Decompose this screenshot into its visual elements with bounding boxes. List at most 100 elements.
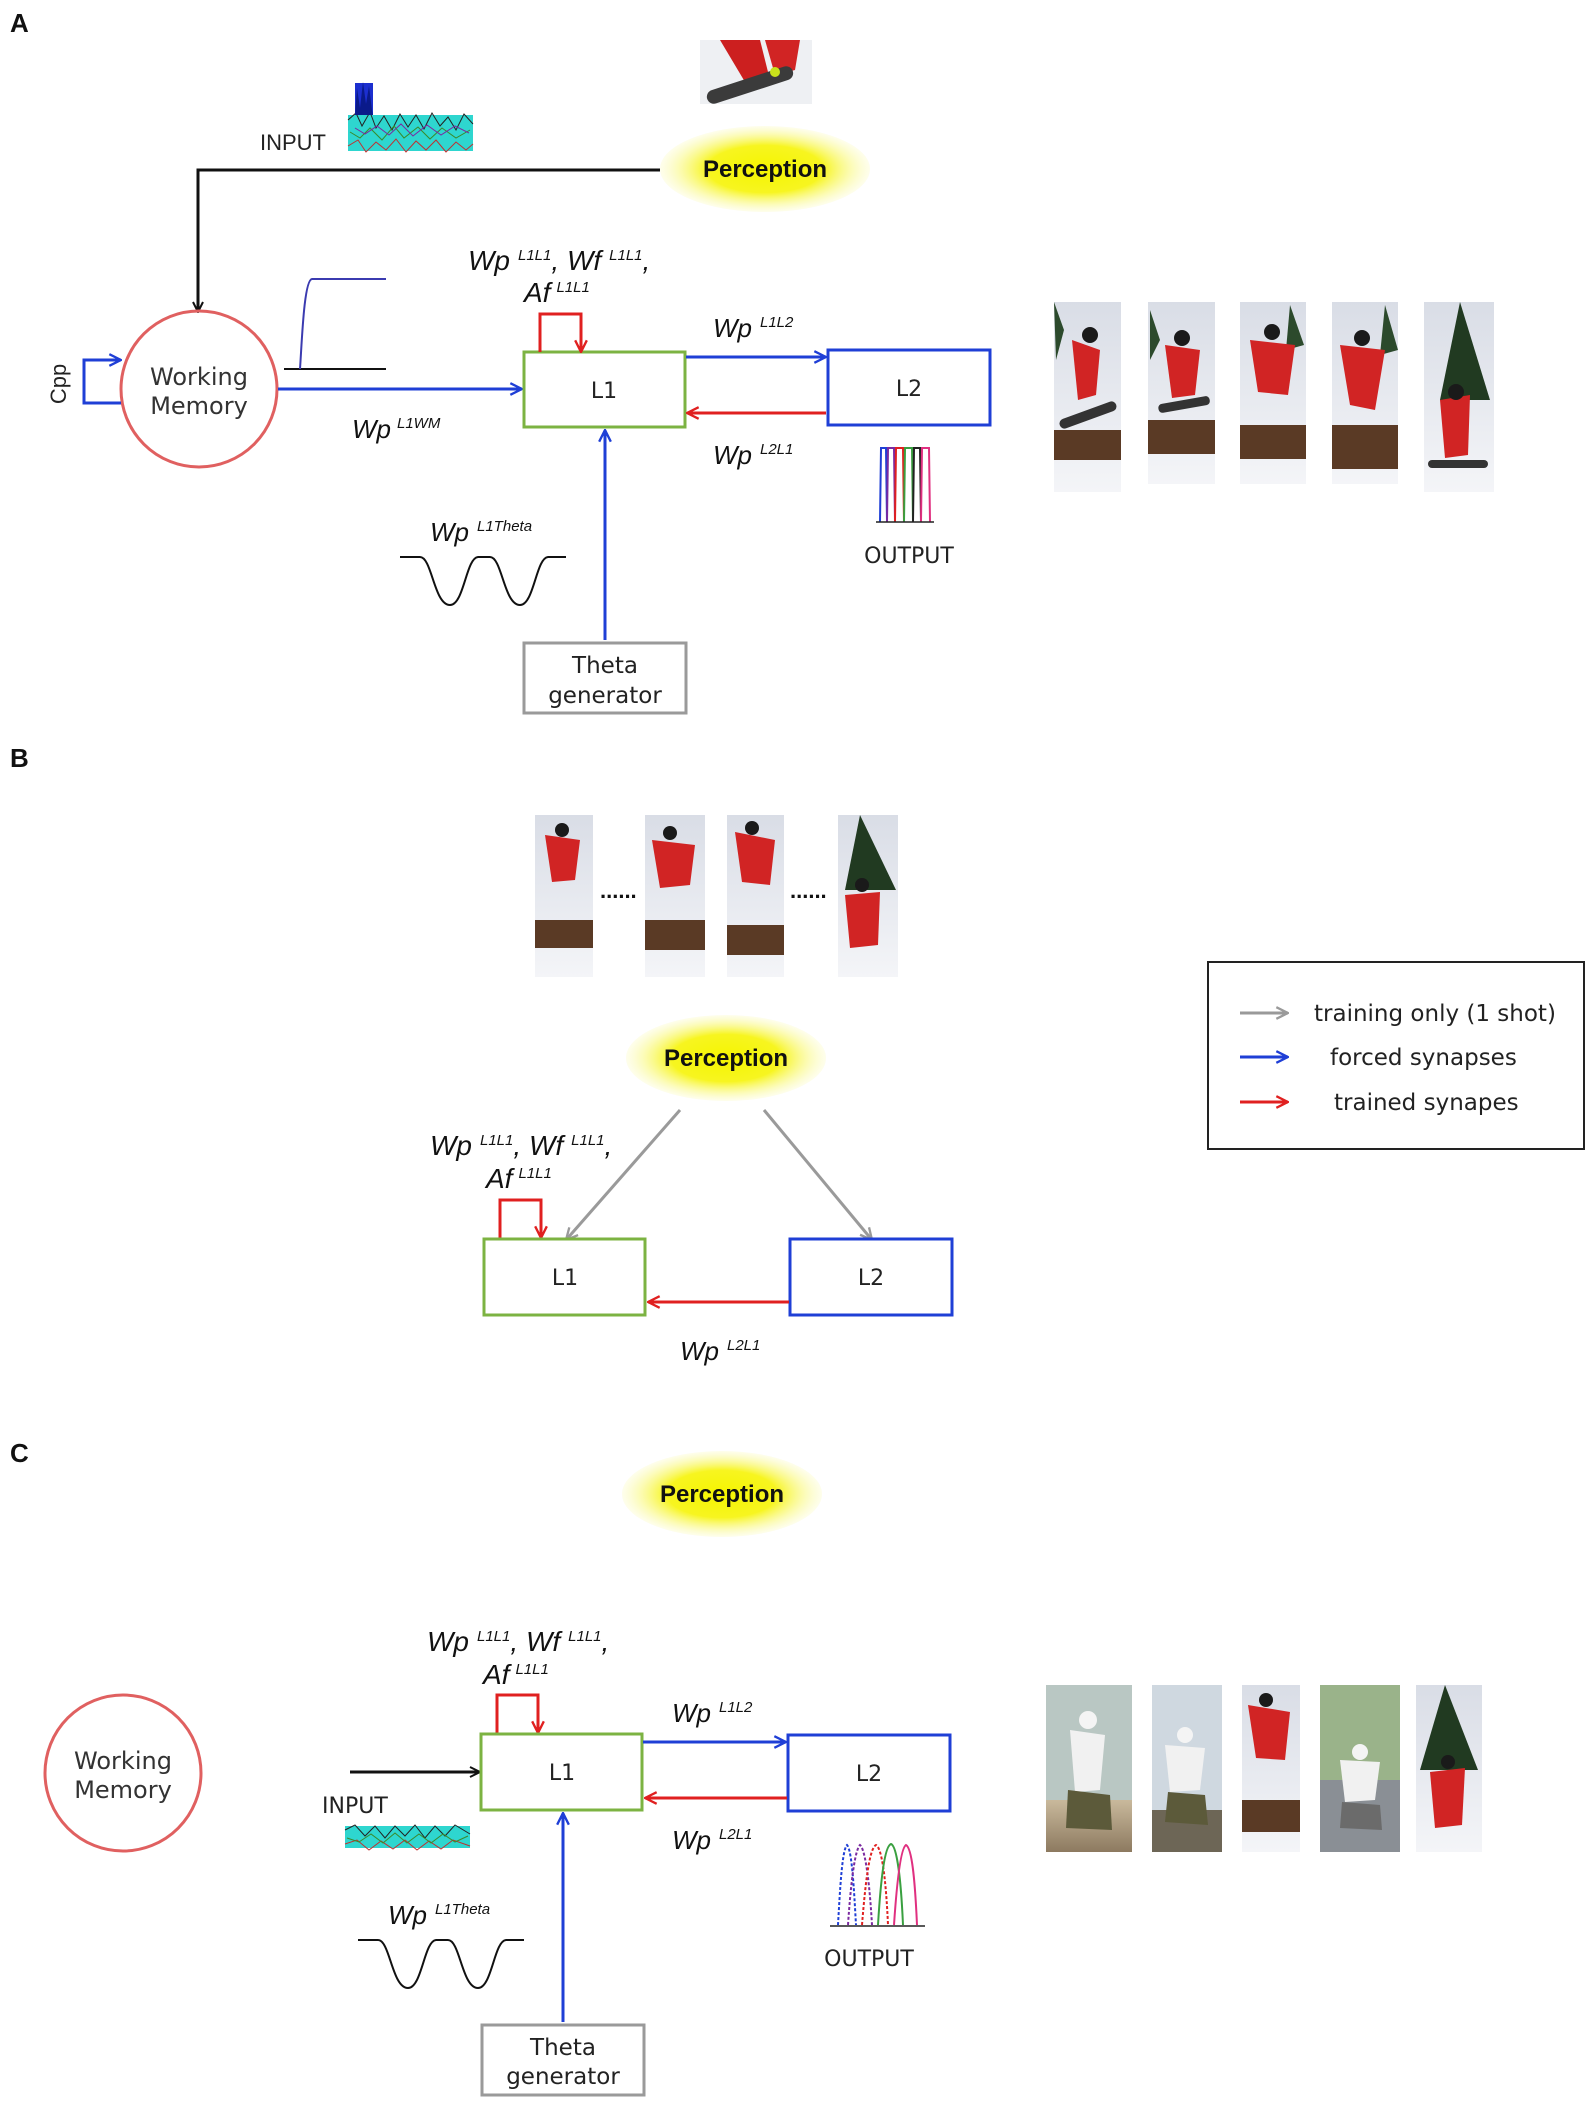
theta-generator-node-c [480, 2023, 646, 2097]
l2-label-c: L2 [856, 1762, 882, 1787]
photo-frame-b-4 [838, 815, 898, 977]
ellipsis-dots-b-1: ...... [600, 878, 637, 903]
perception-label-c: Perception [660, 1481, 784, 1508]
legend-label-trained: trained synapes [1334, 1090, 1519, 1116]
photo-frame-c-4 [1320, 1685, 1400, 1852]
photo-frame-a-4 [1332, 302, 1398, 484]
perception-label-a: Perception [703, 156, 827, 183]
panel-a: A INPUT Perception Working Memory [10, 8, 1494, 715]
l2-node-c [786, 1733, 952, 1813]
output-traces-a [876, 447, 934, 523]
photo-frame-c-5 [1416, 1685, 1482, 1852]
photo-frame-c-3 [1242, 1685, 1300, 1852]
theta-label-c-line2: generator [506, 2064, 620, 2090]
working-memory-node-c [43, 1693, 203, 1853]
input-label-a: INPUT [260, 130, 326, 155]
wm-label-a-line2: Memory [150, 392, 248, 420]
l1-node-a [522, 350, 687, 429]
l2-node-a [826, 348, 992, 427]
photo-frame-b-1 [535, 815, 593, 977]
photo-frame-a-2 [1148, 302, 1215, 484]
input-signal-plot [347, 82, 474, 153]
arrow-perception-to-wm-a [198, 168, 660, 312]
l1-self-loop-a [538, 312, 581, 352]
photo-frame-c-2 [1152, 1685, 1222, 1852]
panel-letter-c: C [10, 1438, 29, 1468]
photo-strip-b: ...... ...... [535, 815, 898, 977]
l1-node-b [482, 1237, 647, 1317]
panel-letter-a: A [10, 8, 29, 38]
l1-label-b: L1 [552, 1266, 578, 1291]
theta-label-a-line2: generator [548, 683, 662, 709]
photo-strip-a [1054, 302, 1494, 492]
theta-waveform-a [400, 556, 566, 607]
l1-label-a: L1 [591, 379, 617, 404]
photo-frame-b-2 [645, 815, 705, 977]
l1-self-loop-b [498, 1198, 541, 1238]
l2-node-b [788, 1237, 954, 1317]
arrow-perception-to-l1-b [566, 1109, 682, 1240]
l1-label-c: L1 [549, 1761, 575, 1786]
legend-label-forced: forced synapses [1330, 1045, 1517, 1071]
legend-item-training: training only (1 shot) [1240, 1001, 1556, 1027]
photo-snowboard-top [700, 40, 812, 104]
cpp-self-loop-a [82, 360, 121, 405]
photo-frame-b-3 [727, 815, 784, 977]
photo-frame-a-5 [1424, 302, 1494, 492]
wm-step-response-plot [284, 278, 386, 370]
perception-glow-c [622, 1451, 822, 1537]
theta-label-c-line1: Theta [529, 2035, 596, 2061]
l2-label-a: L2 [896, 377, 922, 402]
working-memory-node-a [119, 309, 279, 469]
perception-label-b: Perception [664, 1045, 788, 1072]
output-label-c: OUTPUT [824, 1947, 914, 1972]
theta-waveform-c [358, 1939, 524, 1990]
input-label-c: INPUT [322, 1794, 388, 1819]
input-signal-plot-c [344, 1824, 471, 1851]
output-traces-c [830, 1842, 925, 1927]
output-label-a: OUTPUT [864, 544, 954, 569]
ellipsis-dots-b-2: ...... [790, 878, 827, 903]
theta-label-a-line1: Theta [571, 653, 638, 679]
perception-glow-b [626, 1015, 826, 1101]
theta-generator-node-a [522, 641, 688, 715]
panel-letter-b: B [10, 743, 29, 773]
l1-self-loop-c [495, 1693, 538, 1733]
wm-label-c-line2: Memory [74, 1776, 172, 1804]
legend-item-trained: trained synapes [1240, 1090, 1519, 1116]
photo-frame-a-3 [1240, 302, 1306, 484]
l2-label-b: L2 [858, 1266, 884, 1291]
photo-frame-a-1 [1054, 302, 1121, 492]
panel-b: B ...... ...... [10, 743, 954, 1366]
legend: training only (1 shot) forced synapses t… [1207, 961, 1585, 1150]
wm-label-c-line1: Working [74, 1747, 172, 1775]
photo-frame-c-1 [1046, 1685, 1132, 1852]
legend-item-forced: forced synapses [1240, 1045, 1517, 1071]
photo-strip-c [1046, 1685, 1482, 1852]
l1-node-c [479, 1732, 644, 1812]
cpp-label-a: Cpp [46, 364, 71, 404]
arrow-perception-to-l2-b [762, 1109, 872, 1240]
legend-label-training: training only (1 shot) [1314, 1001, 1556, 1027]
perception-glow-a [660, 126, 870, 212]
wm-label-a-line1: Working [150, 363, 248, 391]
